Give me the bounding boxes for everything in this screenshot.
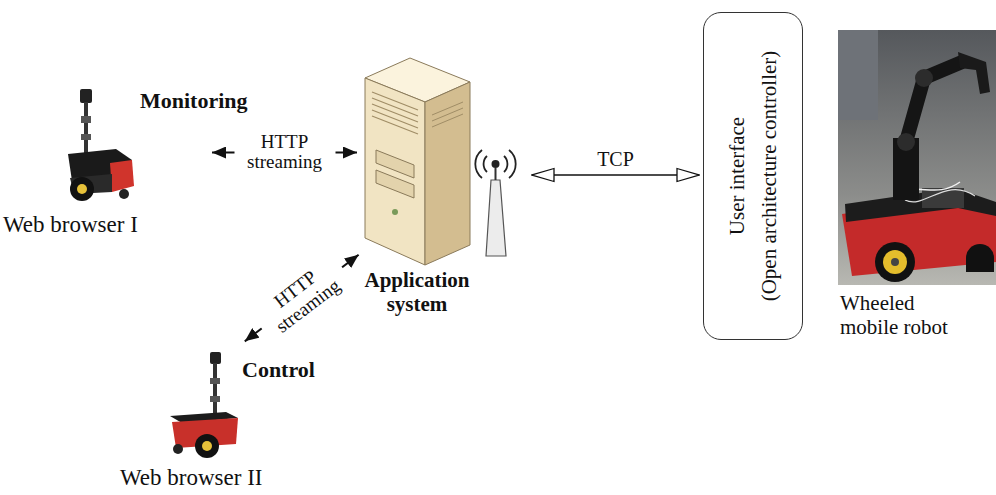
mast-joint [81, 134, 91, 140]
server-side [425, 82, 470, 265]
server-label: Application system [352, 268, 482, 316]
mast-joint [210, 396, 220, 402]
vent-line [432, 102, 463, 115]
robot-icon [68, 89, 134, 201]
vent-line [432, 108, 463, 121]
mast-joint [210, 378, 220, 384]
drive-bay [376, 170, 414, 198]
browser-node: MonitoringWeb browser I [55, 90, 205, 215]
browser-caption: Web browser I [3, 212, 138, 238]
mast-joint [81, 116, 91, 123]
interface-box: User interface(Open architecture control… [703, 12, 803, 340]
caster-wheel [173, 444, 183, 454]
camera-head [210, 352, 221, 364]
robot-photo [838, 30, 996, 285]
role-label: Control [242, 357, 315, 382]
arm-joint [897, 133, 915, 151]
antenna-icon [475, 150, 515, 256]
robot-mast [213, 363, 217, 417]
antenna-body [486, 180, 506, 256]
signal-arc [509, 150, 516, 178]
arm-joint [915, 69, 933, 87]
robot-body-red [110, 160, 134, 192]
signal-arc [484, 156, 487, 172]
antenna-tip [492, 160, 500, 168]
photo-wall [838, 30, 878, 120]
robot-top-plate [845, 188, 996, 222]
wheel-hub [77, 184, 87, 194]
robot-wheel [966, 244, 994, 272]
server-icon [365, 58, 470, 265]
role-label: Monitoring [140, 88, 248, 113]
browser-node: ControlWeb browser II [165, 345, 240, 455]
robot-wheel [875, 242, 915, 282]
protocol-label: HTTP streaming [234, 132, 335, 174]
interface-label: User interface [722, 51, 754, 302]
server-node: Application system [365, 58, 520, 292]
robot-mast [84, 102, 88, 154]
protocol-label: HTTP streaming [249, 251, 355, 345]
vertical-text-block: User interface(Open architecture control… [722, 51, 785, 302]
wheel-hub [202, 441, 212, 451]
arm-gripper [958, 52, 990, 94]
caster-wheel [119, 189, 129, 199]
server-vents [372, 92, 418, 134]
robot-icon [170, 352, 238, 458]
protocol-label: TCP [594, 148, 637, 170]
robot-wheel [195, 434, 219, 458]
browser-caption: Web browser II [120, 465, 262, 491]
camera-head [80, 89, 92, 103]
antenna-rod [495, 168, 497, 180]
arm-segment [906, 62, 962, 142]
signal-arc [475, 150, 482, 178]
vent-line [432, 114, 463, 127]
robot-caption: Wheeled mobile robot [840, 291, 965, 339]
vent-line [372, 116, 418, 134]
interface-label: (Open architecture controller) [753, 51, 785, 302]
power-led [392, 209, 398, 215]
photo-background [838, 30, 996, 285]
side-vents [432, 102, 463, 127]
wheel-hub [883, 250, 907, 274]
server-front [365, 78, 425, 265]
robot-wheel [70, 177, 94, 201]
signal-arc [504, 156, 507, 172]
robot-node: Wheeled mobile robot [838, 30, 996, 285]
wheel-axle [891, 258, 899, 266]
tcp-connector [532, 174, 699, 175]
